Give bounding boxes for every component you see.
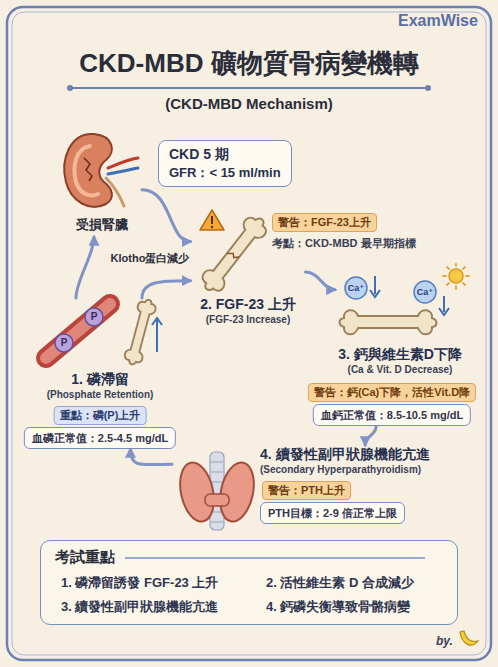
info-text: GFR：< 15 ml/min xyxy=(169,164,281,182)
ion-symbol: Ca⁺ xyxy=(348,283,364,293)
ion-symbol: P xyxy=(61,338,68,348)
step-subtitle: (Ca & Vit. D Decrease) xyxy=(335,363,465,377)
step-subtitle: (Phosphate Retention) xyxy=(40,388,160,402)
step-node: 1. 磷滯留(Phosphate Retention) xyxy=(40,298,160,402)
step-subtitle: (FGF-23 Increase) xyxy=(191,313,306,327)
exam-note: 考點：CKD-MBD 最早期指標 xyxy=(272,236,416,251)
tag-text: 重點：磷(P)上升 xyxy=(60,408,141,423)
phosphate-illustration xyxy=(46,297,162,366)
info-box: CKD 5 期GFR：< 15 ml/min xyxy=(158,140,292,187)
signature: by. xyxy=(436,634,453,648)
brand-logo: ExamWise xyxy=(398,12,478,30)
value-box: 血磷正常值：2.5-4.5 mg/dL xyxy=(24,427,176,449)
calcium-illustration xyxy=(340,264,470,334)
warning-tag: 警告：鈣(Ca)下降，活性Vit.D降 xyxy=(308,383,476,402)
tag-text: 警告：鈣(Ca)下降，活性Vit.D降 xyxy=(314,385,470,400)
subtitle: (CKD-MBD Mechanism) xyxy=(165,95,333,112)
edge-label: Klotho蛋白減少 xyxy=(109,251,192,266)
summary-item: 4. 鈣磷失衡導致骨骼病變 xyxy=(266,598,451,615)
tag-text: 警告：PTH上升 xyxy=(268,483,345,498)
step-node: 3. 鈣與維生素D下降(Ca & Vit. D Decrease) xyxy=(335,265,465,377)
summary-grid: 1. 磷滯留誘發 FGF-23 上升2. 活性維生素 D 合成減少3. 續發性副… xyxy=(55,574,443,615)
value-box: 血鈣正常值：8.5-10.5 mg/dL xyxy=(313,404,471,426)
step-node: 4. 續發性副甲狀腺機能亢進(Secondary Hyperparathyroi… xyxy=(172,445,430,477)
thyroid-illustration xyxy=(175,452,259,530)
tag-text: 警告：FGF-23上升 xyxy=(278,215,371,230)
flow-arrow xyxy=(365,426,376,445)
step-subtitle: (Secondary Hyperparathyroidism) xyxy=(260,463,430,477)
value-text: 血磷正常值：2.5-4.5 mg/dL xyxy=(32,431,168,445)
value-box: PTH目標：2-9 倍正常上限 xyxy=(260,502,405,524)
step-heading: 3. 鈣與維生素D下降 xyxy=(335,345,465,363)
ion-symbol: P xyxy=(91,312,98,322)
step-heading: 1. 磷滯留 xyxy=(40,370,160,388)
summary-item: 2. 活性維生素 D 合成減少 xyxy=(266,574,451,591)
flow-arrow xyxy=(130,449,172,465)
value-text: 血鈣正常值：8.5-10.5 mg/dL xyxy=(321,408,463,422)
rule-dot xyxy=(425,85,431,91)
ion-symbol: Ca⁺ xyxy=(417,287,433,297)
flow-arrow xyxy=(142,281,191,298)
frame xyxy=(7,7,491,660)
value-text: PTH目標：2-9 倍正常上限 xyxy=(268,506,397,520)
rule-dot xyxy=(67,85,73,91)
flow-arrow xyxy=(142,190,191,242)
kidney-illustration xyxy=(64,134,138,207)
frame-inner xyxy=(12,12,486,655)
summary-item: 3. 續發性副甲狀腺機能亢進 xyxy=(61,598,266,615)
organ-label: 受損腎臟 xyxy=(62,216,142,234)
title-rule xyxy=(72,87,426,89)
flow-arrow xyxy=(306,272,336,290)
organ-node: 受損腎臟 xyxy=(62,132,142,237)
fgf-bone-illustration xyxy=(197,210,271,297)
step-heading: 4. 續發性副甲狀腺機能亢進 xyxy=(260,445,430,463)
step-heading: 2. FGF-23 上升 xyxy=(191,295,306,313)
key-tag: 重點：磷(P)上升 xyxy=(54,406,147,425)
flow-arrow xyxy=(76,237,94,298)
warning-tag: 警告：FGF-23上升 xyxy=(272,213,377,232)
diagram-title: CKD-MBD 礦物質骨病變機轉 xyxy=(0,46,498,81)
warning-tag: 警告：PTH上升 xyxy=(262,481,351,500)
summary-box: 考試重點 1. 磷滯留誘發 FGF-23 上升2. 活性維生素 D 合成減少3. … xyxy=(40,540,458,625)
info-heading: CKD 5 期 xyxy=(169,145,281,164)
summary-heading: 考試重點 xyxy=(55,547,425,567)
summary-item: 1. 磷滯留誘發 FGF-23 上升 xyxy=(61,574,266,591)
banana-icon xyxy=(460,631,478,645)
